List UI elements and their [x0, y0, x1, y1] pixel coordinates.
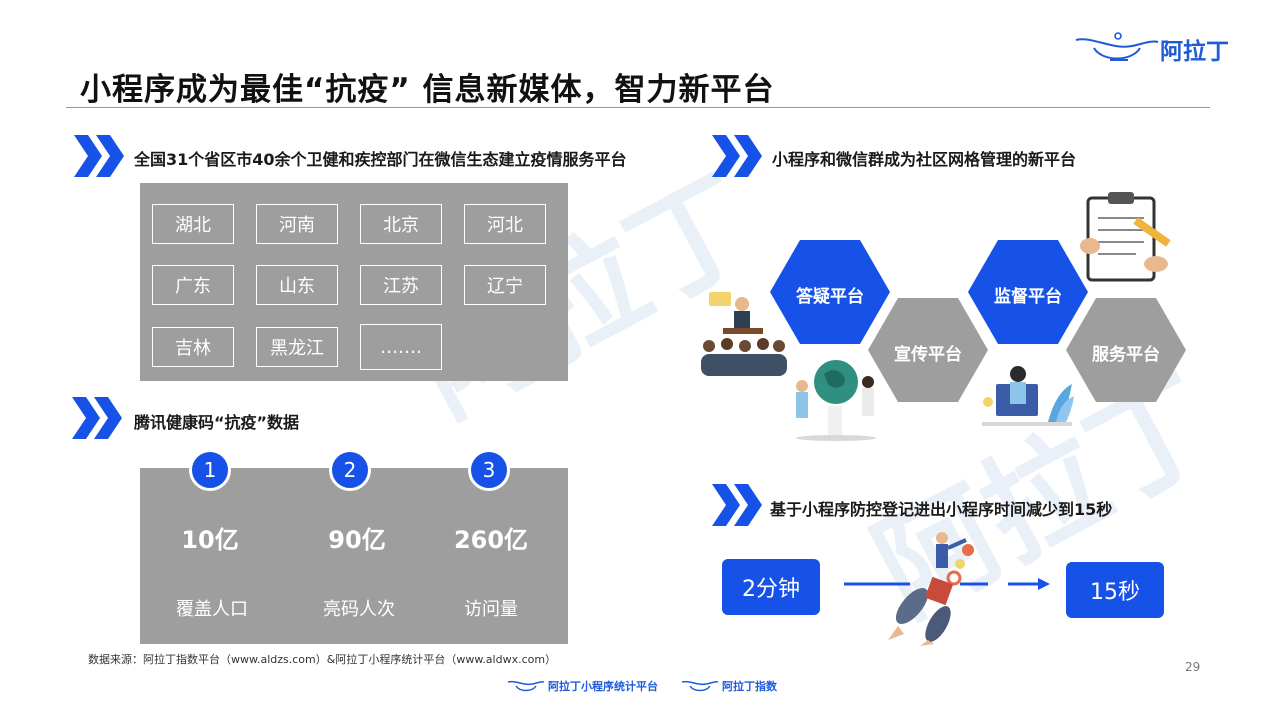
province-box: 黑龙江	[256, 327, 338, 367]
stat-label: 覆盖人口	[176, 599, 248, 620]
province-box: 北京	[360, 204, 442, 244]
clipboard-pencil-illustration	[1080, 192, 1171, 282]
province-box: 湖北	[152, 204, 234, 244]
stat-label: 亮码人次	[323, 599, 395, 620]
stat-value: 90亿	[328, 526, 386, 554]
section2-heading: 腾讯健康码“抗疫”数据	[134, 413, 300, 432]
hexagon-qa	[770, 240, 890, 344]
time-before-box: 2分钟	[722, 559, 820, 615]
stat-value: 10亿	[181, 526, 239, 554]
chevron-right-icon	[712, 484, 762, 526]
woman-monitor-illustration	[982, 366, 1074, 426]
data-source-note: 数据来源：阿拉丁指数平台（www.aldzs.com）&阿拉丁小程序统计平台（w…	[88, 653, 557, 666]
province-box: 山东	[256, 265, 338, 305]
page-number: 29	[1185, 660, 1201, 674]
footer-logo-index: 阿拉丁指数	[722, 680, 777, 693]
footer-logo-stats: 阿拉丁小程序统计平台	[548, 680, 658, 693]
section1-heading: 全国31个省区市40余个卫健和疾控部门在微信生态建立疫情服务平台	[134, 150, 627, 169]
speaker-audience-illustration	[701, 292, 787, 376]
aladdin-logo: 阿拉丁	[1072, 28, 1252, 72]
province-box: 吉林	[152, 327, 234, 367]
magic-lamp-icon	[681, 680, 719, 692]
hexagon-service	[1066, 298, 1186, 402]
platform-label: 监督平台	[994, 287, 1062, 307]
stat-label: 访问量	[464, 599, 518, 620]
hexagon-supervision	[968, 240, 1088, 344]
platform-label: 服务平台	[1092, 345, 1160, 365]
stat-number-badge: 1	[189, 449, 231, 491]
province-box: 江苏	[360, 265, 442, 305]
title-divider	[66, 107, 1210, 108]
rocket-runner-illustration	[888, 532, 974, 646]
chevron-right-icon	[72, 397, 122, 439]
province-panel: 湖北 河南 北京 河北 广东 山东 江苏 辽宁 吉林 黑龙江 …….	[140, 183, 568, 381]
stat-number-badge: 2	[329, 449, 371, 491]
province-box: 广东	[152, 265, 234, 305]
stat-value: 260亿	[453, 526, 529, 554]
logo-text: 阿拉丁	[1160, 39, 1229, 65]
magic-lamp-icon	[1075, 32, 1159, 61]
chevron-right-icon	[74, 135, 124, 177]
platform-label: 答疑平台	[796, 287, 864, 307]
platform-label: 宣传平台	[894, 345, 962, 365]
province-box: 河北	[464, 204, 546, 244]
arrow-right-icon	[844, 578, 1050, 590]
province-box: 辽宁	[464, 265, 546, 305]
magic-lamp-icon	[507, 680, 545, 692]
chevron-right-icon	[712, 135, 762, 177]
section4-heading: 基于小程序防控登记进出小程序时间减少到15秒	[770, 500, 1113, 519]
stat-number-badge: 3	[468, 449, 510, 491]
globe-people-illustration	[796, 360, 876, 441]
section3-heading: 小程序和微信群成为社区网格管理的新平台	[772, 150, 1077, 169]
page-title: 小程序成为最佳“抗疫” 信息新媒体，智力新平台	[80, 72, 775, 108]
time-after-box: 15秒	[1066, 562, 1164, 618]
hexagon-publicity	[868, 298, 988, 402]
province-box-more: …….	[360, 324, 442, 370]
province-box: 河南	[256, 204, 338, 244]
stats-panel	[140, 468, 568, 644]
